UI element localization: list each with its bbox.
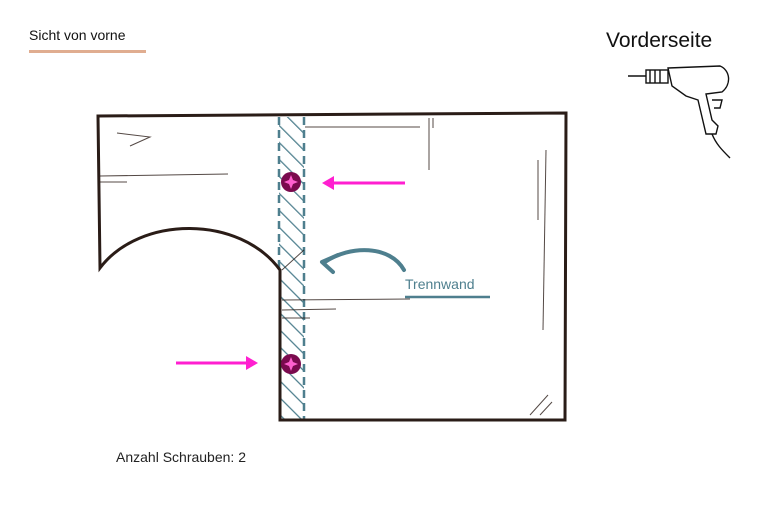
view-title-underline [29, 50, 146, 53]
screw-icon [281, 354, 301, 374]
board-outline [96, 111, 568, 422]
view-title: Sicht von vorne [29, 27, 126, 43]
screw-icon [281, 172, 301, 192]
side-label: Vorderseite [606, 29, 713, 52]
sketch-lines [99, 118, 553, 416]
curved-arrow-icon [320, 248, 406, 274]
arrow-to-top-screw [322, 176, 405, 190]
screw-count: Anzahl Schrauben: 2 [116, 449, 246, 465]
partition-label: Trennwand [405, 276, 475, 292]
arrow-to-bottom-screw [176, 356, 258, 370]
drill-icon [628, 65, 731, 159]
